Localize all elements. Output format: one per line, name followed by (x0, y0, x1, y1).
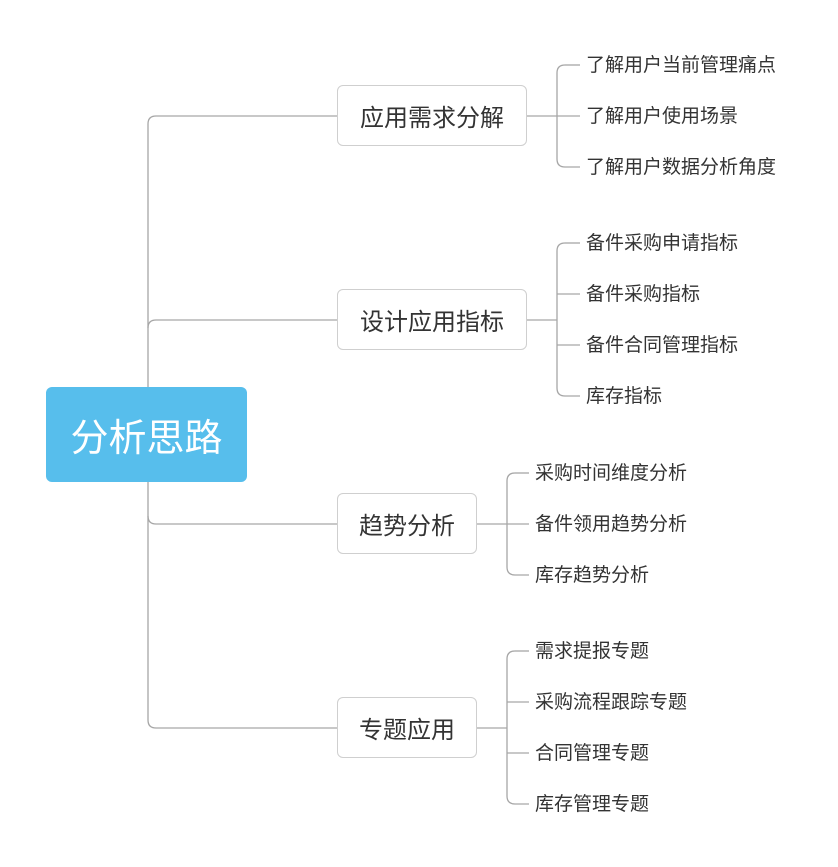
branch-label: 专题应用 (359, 716, 455, 744)
branch-label: 趋势分析 (359, 512, 455, 540)
leaf-item: 备件采购申请指标 (586, 232, 739, 254)
branch-label: 应用需求分解 (360, 104, 504, 132)
branch-node-topics: 专题应用 (337, 697, 477, 758)
leaf-item: 了解用户使用场景 (586, 105, 739, 127)
leaf-item: 库存趋势分析 (535, 564, 650, 586)
leaf-item: 需求提报专题 (535, 640, 650, 662)
branch-node-requirements: 应用需求分解 (337, 85, 527, 146)
leaf-item: 了解用户当前管理痛点 (586, 54, 777, 76)
branch-label: 设计应用指标 (360, 308, 504, 336)
leaf-bracket (506, 472, 529, 576)
root-connector (147, 319, 337, 329)
root-connector (147, 515, 337, 525)
root-connector (147, 482, 337, 729)
leaf-item: 采购流程跟踪专题 (535, 691, 688, 713)
branch-node-trend: 趋势分析 (337, 493, 477, 554)
leaf-bracket (556, 64, 580, 168)
leaf-item: 备件采购指标 (586, 283, 701, 305)
leaf-item: 备件领用趋势分析 (535, 513, 688, 535)
leaf-item: 库存管理专题 (535, 793, 650, 815)
root-connector (147, 115, 337, 387)
root-node: 分析思路 (46, 387, 247, 482)
root-label: 分析思路 (70, 416, 223, 460)
leaf-item: 合同管理专题 (535, 742, 650, 764)
leaf-bracket (506, 650, 529, 805)
leaf-item: 备件合同管理指标 (586, 334, 739, 356)
leaf-item: 库存指标 (586, 385, 663, 407)
leaf-item: 采购时间维度分析 (535, 462, 688, 484)
leaf-bracket (556, 242, 580, 397)
branch-node-indicators: 设计应用指标 (337, 289, 527, 350)
leaf-item: 了解用户数据分析角度 (586, 156, 777, 178)
